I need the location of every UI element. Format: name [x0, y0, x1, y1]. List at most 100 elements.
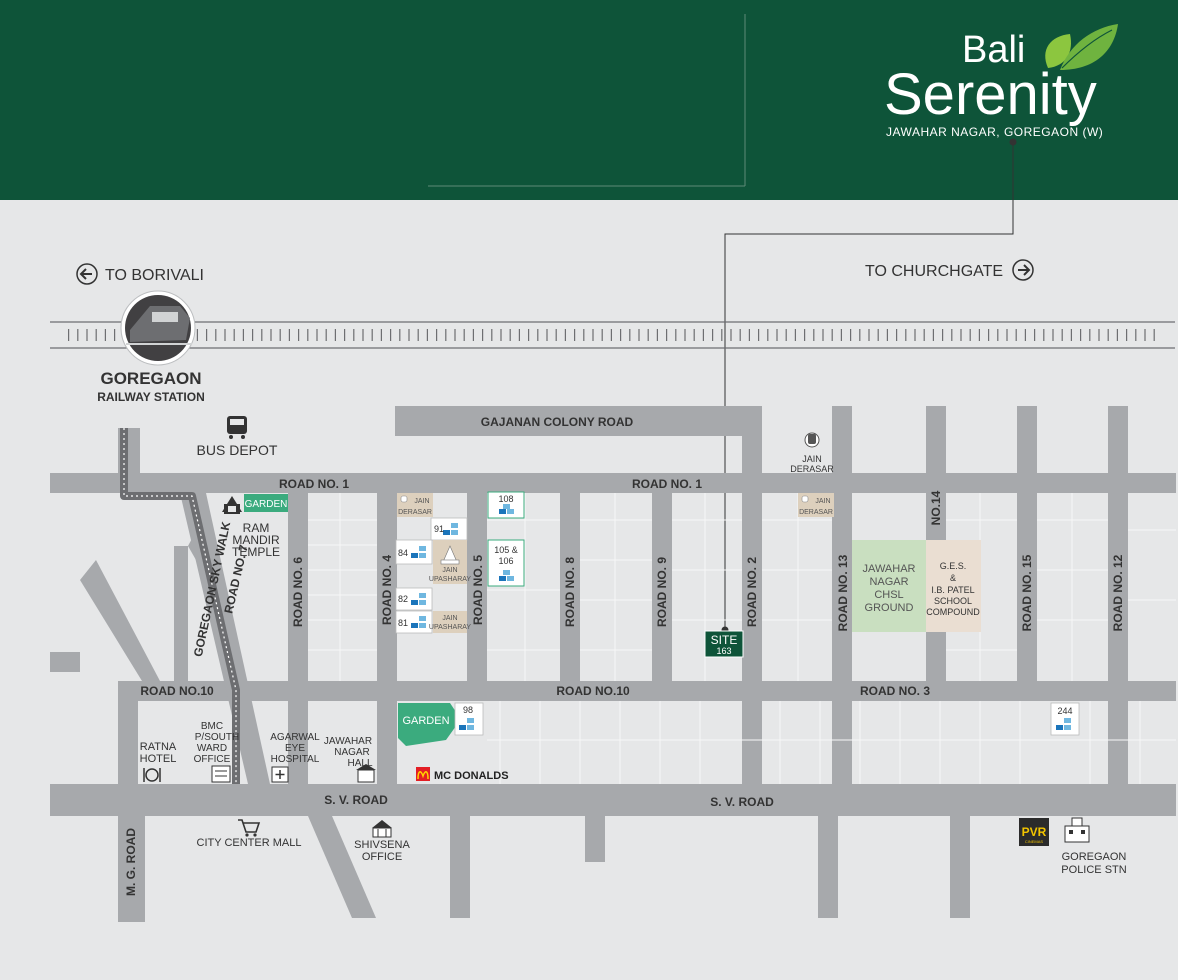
label-site: SITE — [711, 633, 738, 647]
label-gajanan-road: GAJANAN COLONY ROAD — [481, 415, 634, 429]
label-shivsena-1: SHIVSENA — [354, 839, 410, 851]
label-road-10-mid: ROAD NO.10 — [556, 684, 630, 698]
label-jain-derasar-top-1: JAIN — [802, 454, 822, 464]
brand-name-main: Serenity — [884, 62, 1097, 127]
plot-108 — [487, 491, 525, 519]
label-plot-84: 84 — [398, 548, 408, 558]
label-jain-upasharay-1b: UPASHARAY — [429, 576, 471, 583]
label-plot-106: 106 — [498, 556, 513, 566]
label-school-4: SCHOOL — [934, 596, 972, 606]
label-pvr-sub: CINEMAS — [1025, 839, 1044, 844]
label-school-1: G.E.S. — [940, 561, 967, 571]
label-road-13: ROAD NO. 13 — [836, 554, 850, 631]
hospital-icon — [271, 766, 289, 783]
road-no-6 — [288, 493, 308, 784]
railway-track — [50, 321, 1175, 349]
station-subtitle: RAILWAY STATION — [97, 390, 205, 404]
office-building-icon — [211, 765, 231, 783]
skywalk-dashes — [123, 428, 237, 784]
police-station-icon — [1064, 817, 1090, 843]
block-grid — [308, 493, 1176, 784]
label-bus-depot: BUS DEPOT — [197, 442, 278, 458]
label-ground-3: CHSL — [874, 589, 903, 601]
temple-icon — [222, 496, 242, 514]
label-police-2: POLICE STN — [1061, 864, 1126, 876]
arrow-left-icon — [76, 263, 98, 285]
label-agarwal-2: EYE — [285, 743, 305, 754]
label-jain-derasar-right-2: DERASAR — [799, 509, 833, 516]
road-no-1 — [50, 473, 1176, 493]
label-road-5: ROAD NO. 5 — [471, 555, 485, 625]
label-pvr: PVR — [1022, 825, 1047, 839]
mg-road — [118, 784, 145, 922]
label-plot-91: 91 — [434, 524, 444, 534]
label-mcdonalds: MC DONALDS — [434, 770, 509, 782]
label-jain-upasharay-1a: JAIN — [442, 567, 457, 574]
label-ratna-2: HOTEL — [140, 753, 177, 765]
road-no-15 — [1017, 406, 1037, 681]
label-jain-derasar-right-1: JAIN — [815, 498, 830, 505]
arrow-right-icon — [1012, 259, 1034, 281]
label-road-9: ROAD NO. 9 — [655, 557, 669, 627]
mg-road-upper — [118, 681, 138, 784]
hand-icon — [400, 495, 408, 503]
brand-name-top: Bali — [962, 29, 1025, 71]
leaf-logo-icon — [1045, 24, 1118, 70]
label-big-garden: GARDEN — [402, 715, 449, 727]
jain-derasar-right-icon — [801, 495, 809, 503]
label-shivsena-2: OFFICE — [362, 851, 402, 863]
upasharay-icon — [440, 545, 460, 565]
label-small-garden: GARDEN — [245, 499, 288, 510]
diagonal-road-left — [80, 560, 160, 681]
plot-105-106 — [487, 539, 525, 587]
road-no-10 — [118, 681, 1176, 701]
road-below-sv-2 — [585, 816, 605, 862]
label-school-2: & — [950, 573, 956, 583]
pointer-dot-top — [1009, 138, 1017, 146]
label-road-12: ROAD NO. 12 — [1111, 554, 1125, 631]
label-road-1-left: ROAD NO. 1 — [279, 477, 349, 491]
brand-tagline: JAWAHAR NAGAR, GOREGAON (W) — [886, 125, 1103, 139]
road-no-4 — [377, 493, 397, 784]
label-site-number: 163 — [716, 646, 731, 656]
road-below-sv-1 — [450, 816, 470, 918]
pvr-cinemas-logo: PVR CINEMAS — [1019, 818, 1049, 846]
label-plot-105: 105 & — [494, 545, 518, 555]
label-road-14: NO.14 — [929, 490, 943, 525]
label-hall-1: JAWAHAR — [324, 736, 372, 747]
label-sv-road-right: S. V. ROAD — [710, 795, 774, 809]
plot-81 — [395, 610, 433, 634]
label-agarwal-3: HOSPITAL — [271, 754, 320, 765]
site-marker[interactable]: SITE 163 — [704, 630, 744, 658]
gajanan-colony-road — [395, 406, 762, 436]
label-jain-upasharay-2a: JAIN — [442, 615, 457, 622]
label-jain-derasar-small-2: DERASAR — [398, 509, 432, 516]
jain-upasharay-2 — [433, 611, 467, 633]
road-network — [50, 406, 1176, 922]
label-school-3: I.B. PATEL — [931, 585, 974, 595]
ges-school-compound — [926, 540, 981, 632]
label-police-1: GOREGAON — [1062, 851, 1127, 863]
label-plot-82: 82 — [398, 594, 408, 604]
plot-98 — [454, 702, 484, 736]
label-agarwal-1: AGARWAL — [270, 732, 320, 743]
label-plot-108: 108 — [498, 494, 513, 504]
label-bmc-1: BMC — [201, 721, 223, 732]
mcdonalds-icon — [416, 767, 430, 781]
restaurant-icon — [143, 768, 161, 782]
station-name: GOREGAON — [100, 369, 201, 388]
label-road-10-left: ROAD NO.10 — [140, 684, 214, 698]
road-below-sv-4 — [950, 816, 970, 918]
label-jain-upasharay-2b: UPASHARAY — [429, 624, 471, 631]
sv-road — [50, 784, 1176, 816]
label-city-center: CITY CENTER MALL — [197, 837, 302, 849]
big-garden — [398, 703, 456, 746]
label-bmc-4: OFFICE — [194, 754, 231, 765]
label-bmc-3: WARD — [197, 743, 227, 754]
shivsena-office-icon — [372, 820, 392, 838]
header-banner — [0, 0, 1178, 200]
plot-84 — [395, 539, 433, 565]
road-no-12 — [1108, 406, 1128, 784]
shopping-cart-icon — [238, 819, 261, 837]
